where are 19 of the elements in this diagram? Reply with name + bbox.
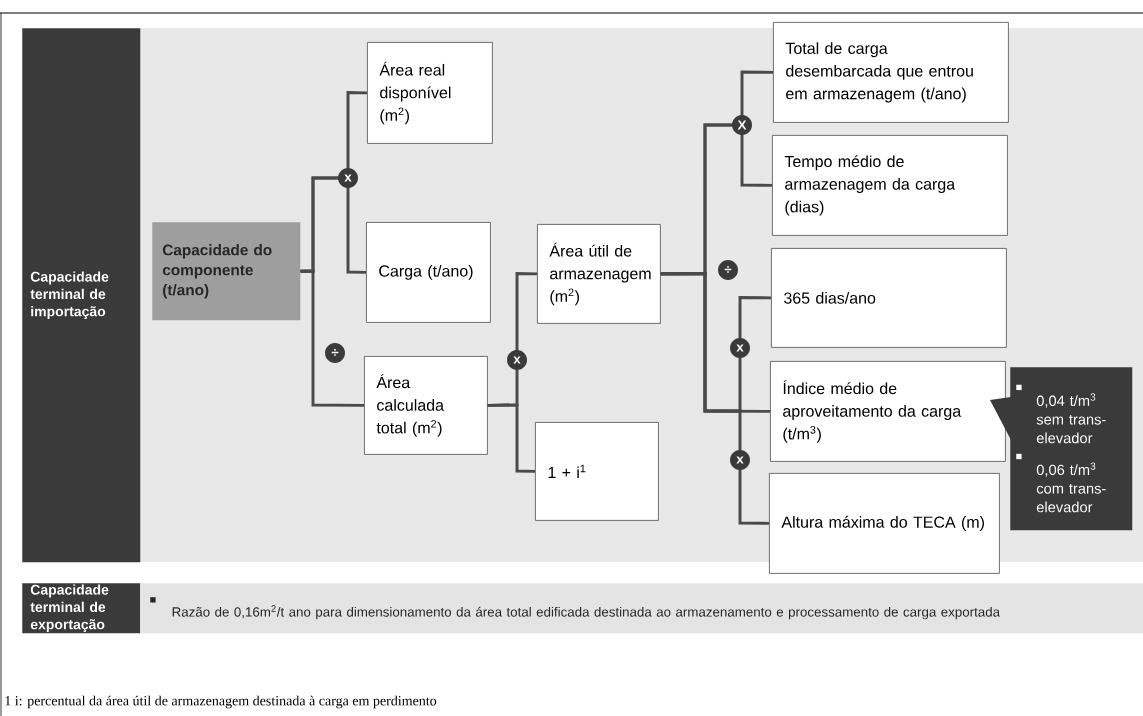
connector-line xyxy=(300,269,364,407)
connector-line xyxy=(660,272,770,525)
factor-box: Total de carga desembarcada que entrou em armazenagem (t/ano) xyxy=(773,22,1009,123)
factor-box: Altura máxima do TECA (m) xyxy=(769,473,1000,574)
factor-box: Tempo médio de armazenagem da carga (dias) xyxy=(772,135,1008,236)
note-band: Razão de 0,16m$^{2}$/t ano para dimensionamento da área total edificada destinada ao armazenamento e processamento de carga exportada xyxy=(140,583,1143,634)
row-header: Capacidade terminal de importação xyxy=(22,28,141,563)
factor-box: Carga (t/ano) xyxy=(366,222,491,323)
factor-box: Área útil de armazenagem (m$^{2}$) xyxy=(537,224,661,324)
factor-box: 1 + i$^{1}$ xyxy=(535,422,659,521)
connector-line xyxy=(487,403,536,473)
factor-box: Área real disponível (m$^{2}$) xyxy=(367,42,493,144)
factor-box: 365 dias/ano xyxy=(771,248,1007,348)
row-header: Capacidade terminal de exportação xyxy=(22,583,141,634)
factor-box: Área calculada total (m$^{2}$) xyxy=(364,356,488,455)
result-box: Capacidade do componente (t/ano) xyxy=(152,222,301,321)
footnote: 1 i: percentual da área útil de armazenagem destinada à carga em perdimento xyxy=(5,695,437,709)
factor-box: Índice médio de aproveitamento da carga (t/m$^{3}$) xyxy=(770,361,1006,462)
callout-box: 0,04 t/m$^{3}$ sem trans-elevador 0,06 t/m$^{3}$ com trans-elevador xyxy=(990,367,1133,531)
